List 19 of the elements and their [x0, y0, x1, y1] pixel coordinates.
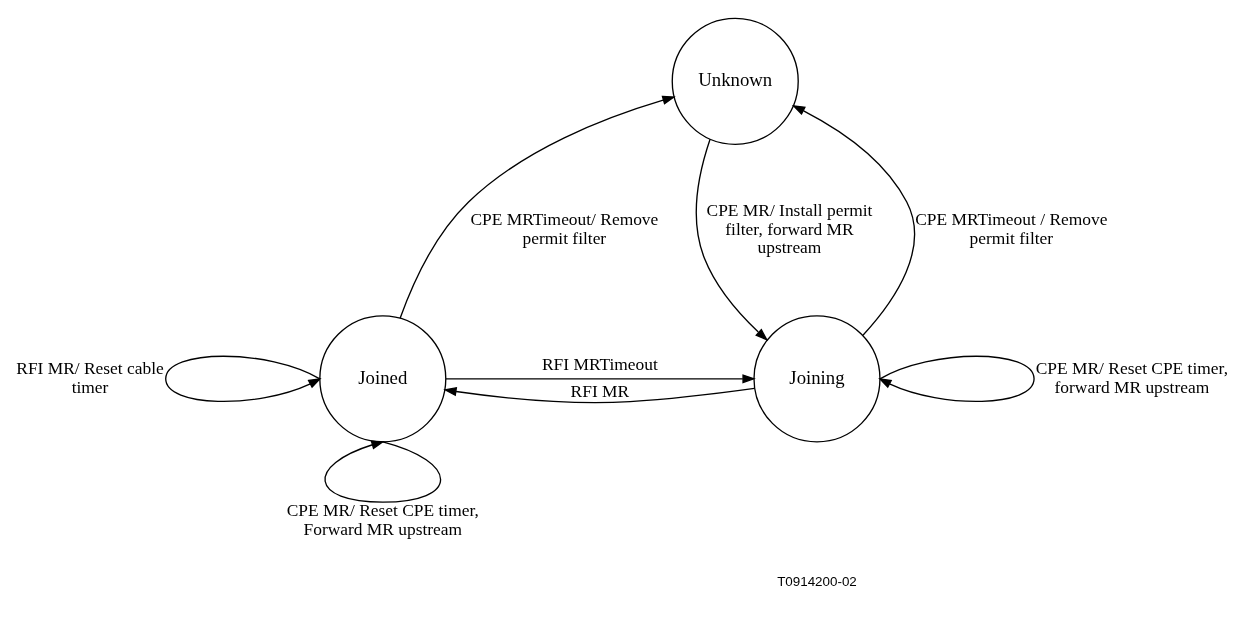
label: T0914200-02 — [777, 573, 857, 589]
arrow — [445, 374, 756, 384]
edge-label: RFI MR — [570, 380, 630, 401]
arrow — [165, 355, 322, 403]
edge-label: CPE MR/ Install permit filter, forward MR upstream — [706, 199, 873, 258]
arrow — [695, 138, 769, 342]
edge-label: RFI MRTimeout — [541, 353, 658, 374]
arrow — [878, 355, 1035, 403]
edge-label: RFI MR/ Reset cable timer — [16, 358, 164, 397]
node-circle: Unknown — [671, 17, 799, 145]
arrow — [791, 104, 916, 336]
arrow — [443, 386, 756, 404]
edge-label: CPE MRTimeout / Remove permit filter — [915, 209, 1108, 249]
edge-label: CPE MRTimeout/ Remove permit filter — [470, 209, 659, 249]
edge-label: CPE MR/ Reset CPE timer, forward MR upstream — [1035, 358, 1228, 397]
arrow — [324, 440, 442, 503]
node-circle: Joined — [319, 315, 447, 443]
arrow — [399, 95, 676, 319]
edge-label: CPE MR/ Reset CPE timer, Forward MR upstream — [286, 500, 479, 539]
